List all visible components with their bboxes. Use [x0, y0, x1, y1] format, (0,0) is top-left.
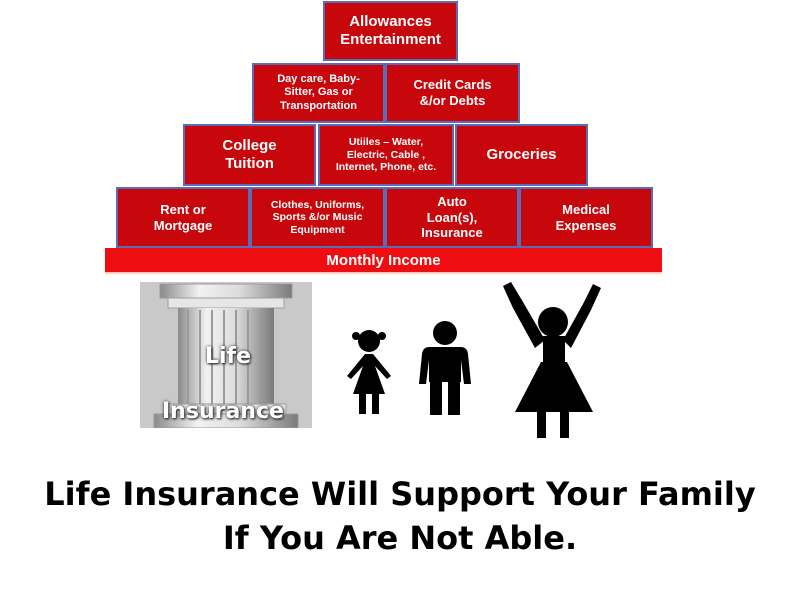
pillar-label-life: Life — [205, 344, 252, 369]
life-insurance-pillar: Life Insurance — [140, 282, 312, 428]
block-medical-expenses: Medical Expenses — [519, 187, 653, 248]
block-college-tuition: College Tuition — [183, 124, 316, 186]
block-clothes-equipment: Clothes, Uniforms, Sports &/or Music Equ… — [250, 187, 385, 248]
slogan: Life Insurance Will Support Your Family … — [0, 472, 800, 560]
woman-figure-icon — [503, 282, 601, 438]
boy-figure-icon — [419, 321, 471, 415]
pillar-column-icon — [140, 282, 312, 428]
slogan-line-1: Life Insurance Will Support Your Family — [44, 475, 756, 513]
girl-figure-icon — [347, 330, 391, 414]
block-auto-loans-insurance: Auto Loan(s), Insurance — [385, 187, 519, 248]
block-allowances-entertainment: Allowances Entertainment — [323, 1, 458, 61]
block-daycare-transportation: Day care, Baby- Sitter, Gas or Transport… — [252, 63, 385, 123]
slogan-line-2: If You Are Not Able. — [222, 519, 578, 557]
pillar-label-insurance: Insurance — [162, 399, 284, 424]
block-credit-cards-debts: Credit Cards &/or Debts — [385, 63, 520, 123]
family-figures — [347, 282, 601, 438]
block-rent-mortgage: Rent or Mortgage — [116, 187, 250, 248]
block-groceries: Groceries — [455, 124, 588, 186]
income-bar-shadow — [105, 272, 662, 275]
block-utilities: Utiiles – Water, Electric, Cable , Inter… — [318, 124, 454, 186]
monthly-income-bar: Monthly Income — [105, 248, 662, 272]
